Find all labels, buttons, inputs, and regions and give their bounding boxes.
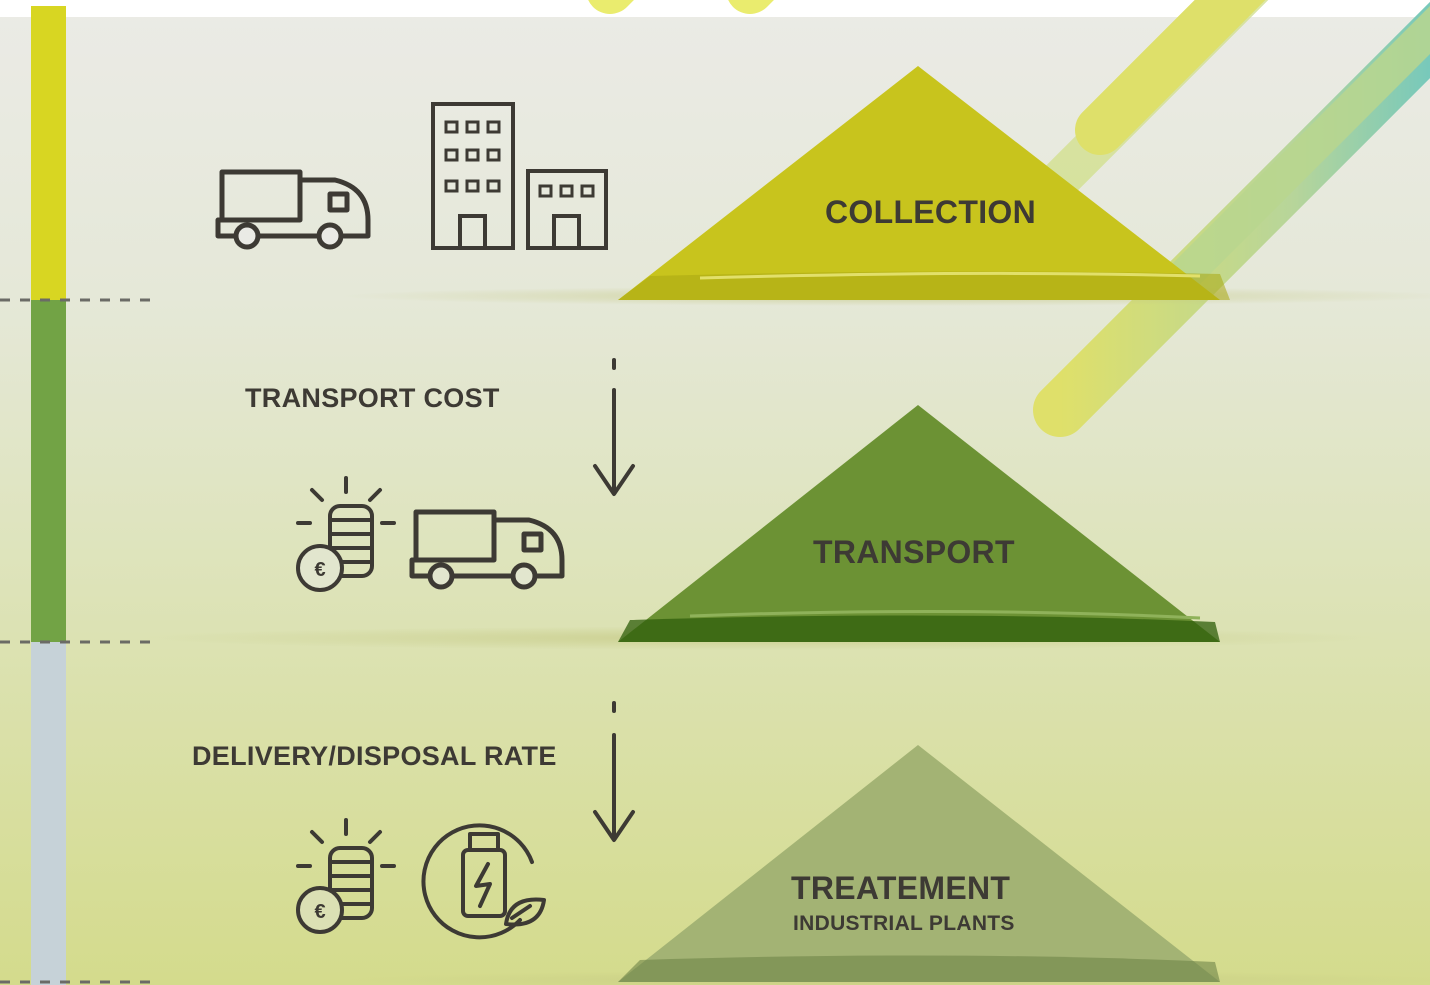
triangle-treatment — [618, 745, 1220, 982]
stage-subtitle-treatment: INDUSTRIAL PLANTS — [793, 912, 1015, 935]
buildings-icon — [431, 102, 608, 250]
truck-icon-transport — [409, 509, 565, 590]
stage-title-treatment: TREATEMENT — [791, 870, 1011, 906]
euro-symbol: € — [314, 559, 325, 581]
coins-euro-icon-delivery — [296, 818, 396, 934]
triangle-collection — [618, 66, 1230, 300]
truck-icon-collection — [215, 169, 371, 250]
stage-title-collection: COLLECTION — [825, 194, 1036, 230]
arrow-down-icon-2 — [593, 701, 635, 842]
step-label-transport-cost: TRANSPORT COST — [245, 383, 500, 413]
arrow-down-icon-1 — [593, 358, 635, 496]
euro-symbol-2: € — [314, 901, 325, 923]
eco-battery-icon — [421, 823, 546, 940]
triangle-transport — [618, 405, 1220, 642]
progress-sidebar — [31, 6, 66, 985]
sidebar-segment-transport — [31, 300, 66, 642]
sidebar-segment-treatment — [31, 642, 66, 985]
stage-title-transport: TRANSPORT — [813, 534, 1015, 570]
top-white-strip — [0, 0, 1430, 17]
step-label-delivery-rate: DELIVERY/DISPOSAL RATE — [192, 741, 557, 771]
stage-separators — [0, 298, 155, 984]
sidebar-segment-collection — [31, 6, 66, 300]
coins-euro-icon-transport — [296, 476, 396, 592]
